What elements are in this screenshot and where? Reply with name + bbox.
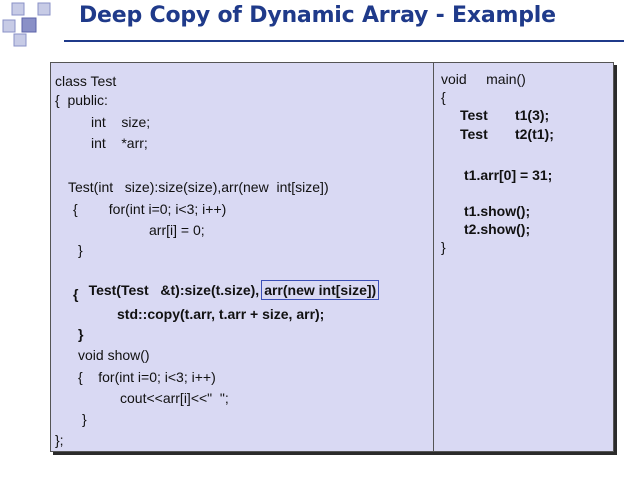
code-line: int *arr; bbox=[91, 135, 148, 151]
code-line: Test t2(t1); bbox=[460, 126, 554, 142]
code-line: t1.show(); bbox=[464, 203, 531, 219]
code-line: Test t1(3); bbox=[460, 107, 550, 123]
title-underline bbox=[64, 40, 624, 42]
code-line: cout<<arr[i]<<" "; bbox=[120, 390, 229, 406]
code-line: t1.arr[0] = 31; bbox=[464, 167, 553, 183]
copy-constructor-line: Test(Test &t):size(t.size),arr(new int[s… bbox=[73, 262, 380, 318]
code-line: { for(int i=0; i<3; i++) bbox=[73, 201, 227, 217]
code-line: { bbox=[73, 286, 79, 302]
code-line: arr[i] = 0; bbox=[149, 222, 205, 238]
copy-constructor-signature: Test(Test &t):size(t.size), bbox=[88, 282, 260, 298]
code-panel bbox=[50, 62, 614, 452]
code-line: { public: bbox=[55, 92, 108, 108]
code-line: { for(int i=0; i<3; i++) bbox=[78, 369, 216, 385]
code-panel-divider bbox=[433, 62, 434, 452]
code-line: } bbox=[78, 242, 83, 258]
code-line: std::copy(t.arr, t.arr + size, arr); bbox=[117, 306, 325, 322]
slide-title: Deep Copy of Dynamic Array - Example bbox=[79, 3, 556, 28]
code-line: } bbox=[78, 326, 84, 342]
code-line: } bbox=[82, 411, 87, 427]
code-line: t2.show(); bbox=[464, 221, 531, 237]
code-line: }; bbox=[55, 432, 64, 448]
code-line: Test(int size):size(size),arr(new int[si… bbox=[68, 179, 329, 195]
logo-squares-icon bbox=[2, 2, 51, 47]
highlighted-allocation: arr(new int[size]) bbox=[261, 280, 380, 300]
code-line: { bbox=[441, 89, 446, 105]
code-line: void main() bbox=[441, 71, 526, 87]
code-line: void show() bbox=[78, 347, 150, 363]
code-line: int size; bbox=[91, 114, 151, 130]
code-line: class Test bbox=[55, 73, 117, 89]
code-line: } bbox=[441, 239, 446, 255]
